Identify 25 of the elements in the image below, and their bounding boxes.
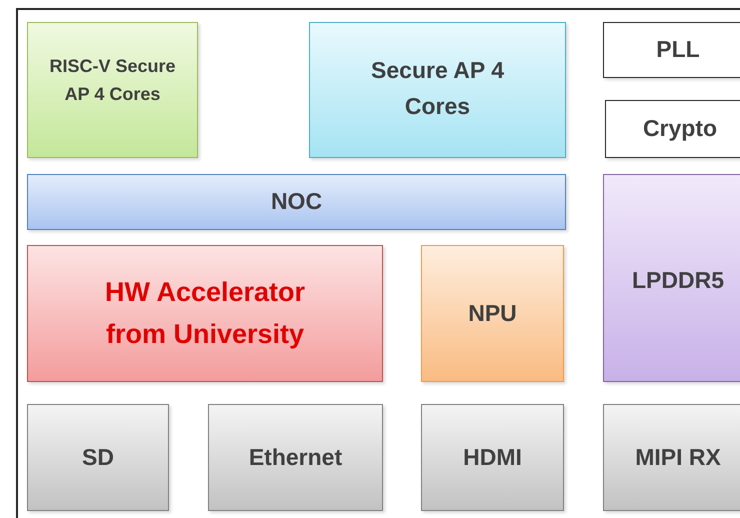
- block-label: Ethernet: [248, 442, 342, 472]
- block-label: Secure AP 4 Cores: [370, 56, 505, 121]
- interface-block: [208, 404, 383, 511]
- memory-block: [603, 174, 740, 382]
- block-label: PLL: [656, 35, 700, 64]
- block-label: NOC: [270, 187, 322, 216]
- interface-block: [603, 404, 740, 511]
- block-label: Crypto: [642, 114, 718, 144]
- accelerator-block: [421, 245, 564, 382]
- core-block: [309, 22, 566, 158]
- block-label: HDMI: [463, 442, 522, 472]
- block-label: HW Accelerator from University: [104, 276, 306, 351]
- interface-block: [27, 404, 169, 511]
- interface-block: [421, 404, 564, 511]
- block-label: LPDDR5: [632, 266, 724, 295]
- block-label: RISC-V Secure AP 4 Cores: [48, 55, 177, 106]
- module-box: [605, 100, 740, 158]
- block-label: SD: [82, 442, 114, 472]
- core-block: [27, 22, 198, 158]
- interconnect-bar: [27, 174, 566, 230]
- accelerator-block: [27, 245, 383, 382]
- block-label: MIPI RX: [635, 442, 721, 472]
- block-label: NPU: [468, 298, 517, 328]
- chip-outline: [16, 8, 740, 518]
- module-box: [603, 22, 740, 78]
